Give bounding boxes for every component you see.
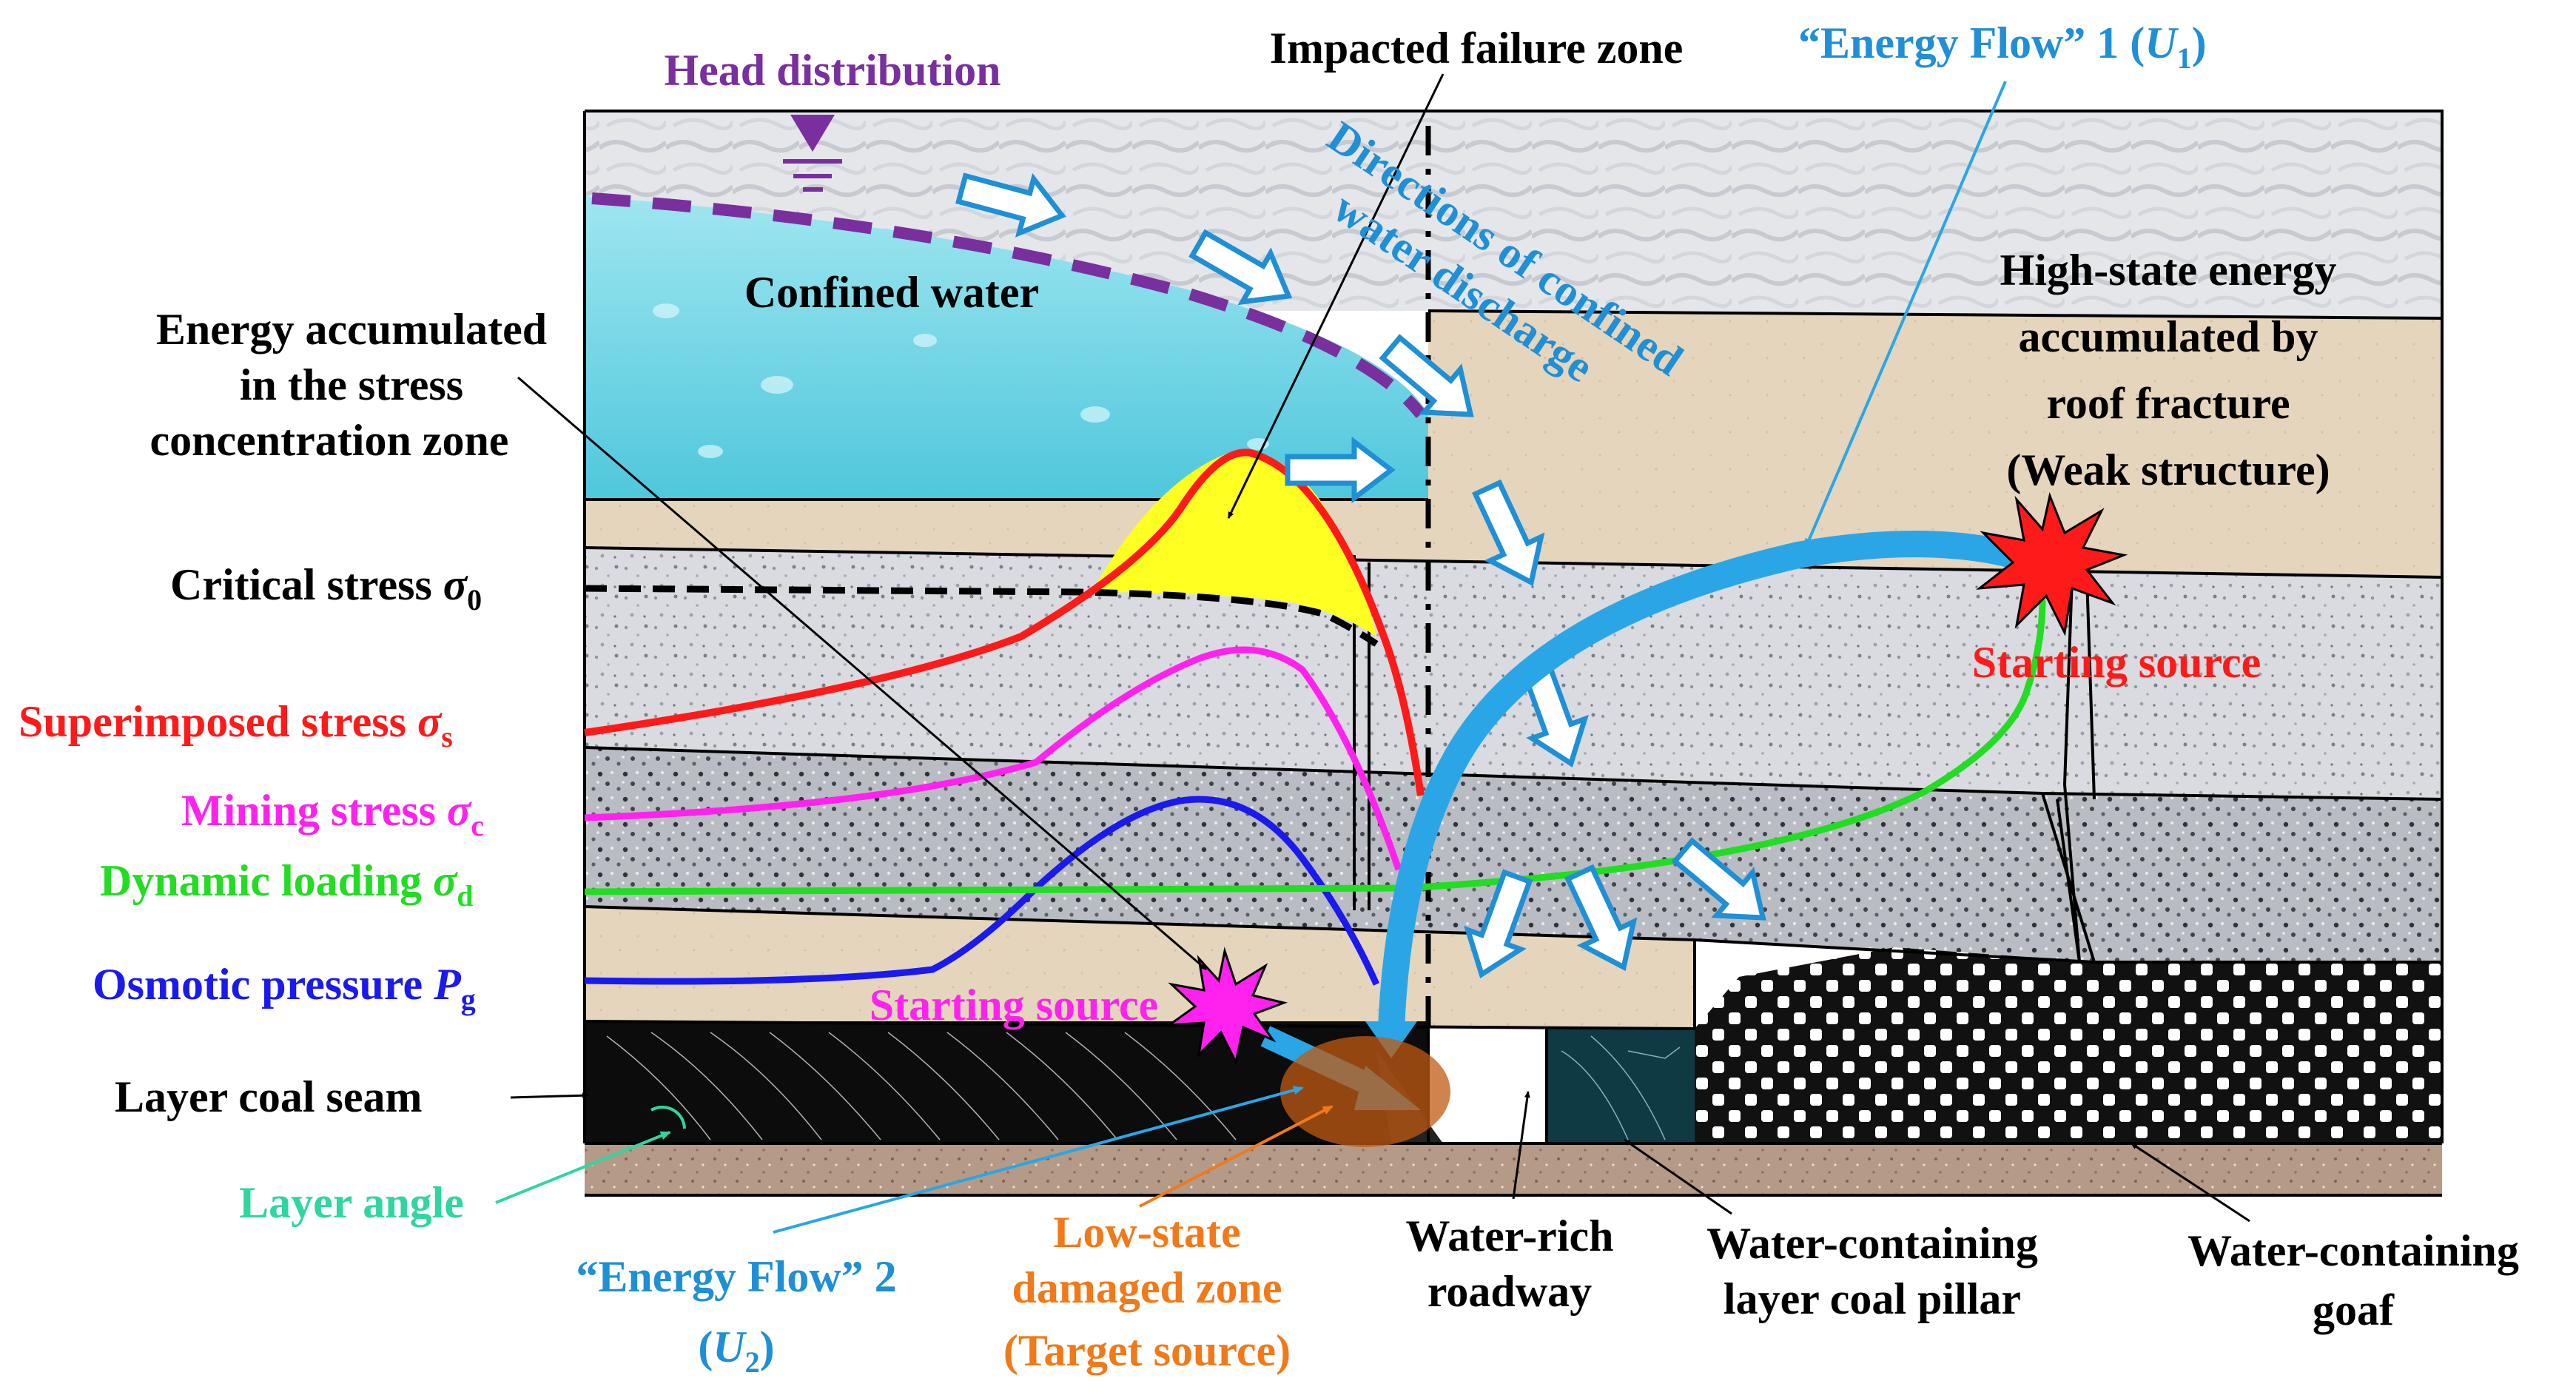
dark-rock-layer — [585, 747, 2442, 962]
leader-energy-acc — [517, 376, 1207, 971]
coal-pillar — [1547, 1029, 1695, 1143]
svg-text:concentration zone: concentration zone — [150, 416, 509, 465]
sandstone-layer-right — [1428, 311, 2442, 577]
low-state-damaged-zone — [1280, 1036, 1450, 1147]
leader-roadway — [1512, 1091, 1530, 1200]
dynamic-loading-curve — [584, 599, 2046, 895]
svg-text:damaged zone: damaged zone — [1012, 1263, 1282, 1312]
coal-seam — [585, 1021, 1428, 1143]
floor-layer — [585, 1143, 2442, 1195]
svg-text:roadway: roadway — [1427, 1267, 1592, 1316]
svg-text:(Target source): (Target source) — [1003, 1326, 1291, 1375]
goaf-label: Water-containing goaf — [2187, 1226, 2519, 1334]
leader-layer-angle — [495, 1131, 671, 1204]
impacted-failure-fill — [1092, 451, 1376, 636]
superimposed-stress-curve — [584, 448, 1425, 796]
lower-sandstone-layer — [585, 907, 1695, 1029]
head-distribution-line — [591, 192, 1426, 418]
svg-text:accumulated by: accumulated by — [2019, 312, 2318, 361]
starting-source-right-label: Starting source — [1972, 638, 2261, 687]
osmotic-pressure-label: Osmotic pressure Pg — [93, 960, 476, 1016]
layer-angle-label: Layer angle — [239, 1178, 464, 1227]
energy-flow-1-label: “Energy Flow” 1 (U1) — [1798, 19, 2207, 75]
stress-curves — [584, 448, 2046, 986]
svg-text:“Energy Flow” 2: “Energy Flow” 2 — [576, 1252, 896, 1301]
layer-coal-seam-label: Layer coal seam — [115, 1072, 422, 1121]
svg-text:Water-containing: Water-containing — [1706, 1219, 2038, 1268]
svg-text:layer coal pillar: layer coal pillar — [1724, 1274, 2021, 1323]
svg-text:Water-rich: Water-rich — [1406, 1212, 1614, 1260]
head-distribution-label: Head distribution — [664, 46, 1001, 95]
svg-text:roof fracture: roof fracture — [2046, 379, 2290, 428]
layer-angle-arc — [650, 1106, 686, 1129]
confined-water-body — [585, 196, 1428, 500]
starburst-icon — [1165, 947, 1288, 1066]
dynamic-loading-label: Dynamic loading σd — [100, 856, 474, 913]
starburst-icon — [1976, 491, 2128, 636]
svg-text:Energy accumulated: Energy accumulated — [156, 305, 547, 354]
svg-text:(U2): (U2) — [698, 1323, 774, 1379]
leader-energy-flow-2 — [773, 1086, 1304, 1234]
leader-pillar — [1624, 1138, 1732, 1215]
svg-text:Water-containing: Water-containing — [2187, 1226, 2519, 1275]
water-level-icon — [783, 115, 842, 192]
leader-goaf — [2131, 1142, 2250, 1223]
impacted-failure-label: Impacted failure zone — [1270, 24, 1684, 73]
energy-flow-1-arrow — [1378, 531, 2026, 1042]
superimposed-stress-label: Superimposed stress σs — [19, 697, 453, 753]
leader-energy-flow-1 — [1804, 81, 2007, 549]
leader-impacted — [1227, 73, 1445, 519]
critical-stress-label: Critical stress σ0 — [170, 560, 482, 616]
critical-stress-curve — [584, 585, 1379, 647]
leader-low-state — [1139, 1105, 1334, 1208]
svg-text:(Weak structure): (Weak structure) — [2006, 446, 2330, 494]
svg-text:High-state energy: High-state energy — [2000, 246, 2337, 295]
goaf — [1695, 947, 2442, 1143]
mining-stress-curve — [584, 646, 1402, 871]
svg-text:Low-state: Low-state — [1053, 1208, 1240, 1257]
osmotic-pressure-curve — [584, 796, 1380, 986]
svg-text:in the stress: in the stress — [240, 360, 463, 409]
energy-accumulated-label: Energy accumulated in the stress concent… — [150, 305, 548, 465]
starting-source-left-label: Starting source — [870, 981, 1159, 1029]
energy-flow-2-label: “Energy Flow” 2 (U2) — [576, 1252, 896, 1379]
mining-stress-label: Mining stress σc — [181, 786, 484, 842]
low-state-label: Low-state damaged zone (Target source) — [1003, 1208, 1291, 1375]
svg-text:goaf: goaf — [2313, 1286, 2395, 1334]
high-state-label: High-state energy accumulated by roof fr… — [2000, 246, 2337, 494]
confined-water-label: Confined water — [744, 268, 1039, 317]
leader-coal-seam — [510, 1092, 589, 1099]
coal-pillar-label: Water-containing layer coal pillar — [1706, 1219, 2038, 1323]
water-rich-roadway-label: Water-rich roadway — [1406, 1212, 1614, 1316]
